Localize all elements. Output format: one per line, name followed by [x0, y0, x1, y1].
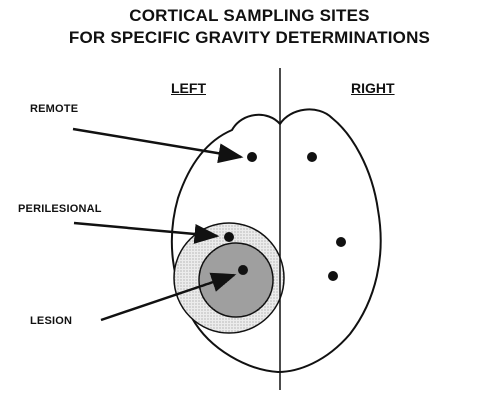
remote-label: REMOTE	[30, 103, 78, 115]
site-lesion-right	[328, 271, 338, 281]
arrow-perilesional	[74, 223, 217, 236]
site-remote-left	[247, 152, 257, 162]
site-remote-right	[307, 152, 317, 162]
lesion-label: LESION	[30, 315, 72, 327]
arrow-remote	[73, 129, 241, 157]
site-perilesional-left	[224, 232, 234, 242]
site-lesion-left	[238, 265, 248, 275]
site-perilesional-right	[336, 237, 346, 247]
right-hemisphere-label: RIGHT	[351, 80, 395, 96]
perilesional-label: PERILESIONAL	[18, 203, 102, 215]
lesion-region	[199, 243, 273, 317]
left-hemisphere-label: LEFT	[171, 80, 206, 96]
